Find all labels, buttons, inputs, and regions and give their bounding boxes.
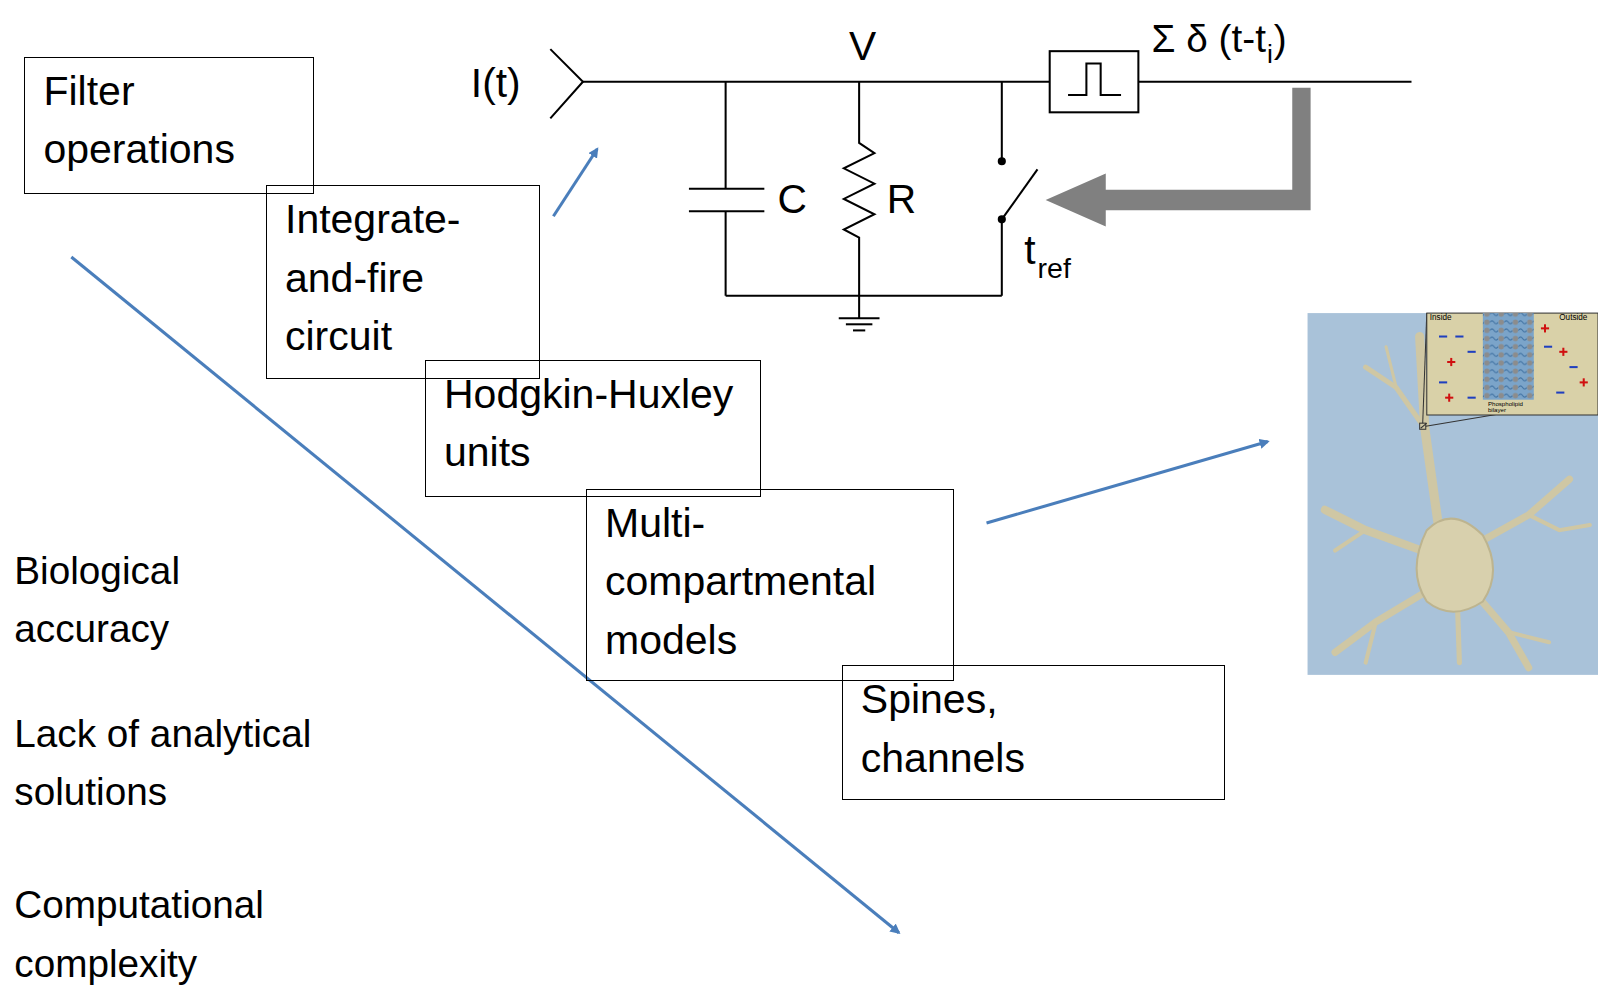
component-label: R (887, 175, 916, 224)
component-label: t (1024, 226, 1035, 275)
component-label: C (778, 175, 807, 224)
process-box: Hodgkin-Huxley units (425, 360, 761, 498)
circuit (550, 49, 1411, 330)
threshold-box (1050, 51, 1139, 112)
capacitor-plate (689, 210, 764, 212)
ground-symbol (839, 317, 880, 319)
capacitor-plate (689, 188, 764, 190)
wire (725, 211, 727, 296)
box-title: Spines, channels (861, 670, 1095, 786)
signal-label: I(t) (471, 59, 521, 108)
membrane-label: Inside (1430, 314, 1452, 323)
leader-arrow (987, 441, 1268, 523)
box-title: Multi-compartmental models (605, 494, 931, 669)
output-wire (1138, 81, 1411, 83)
wire (1001, 219, 1003, 295)
wire (1001, 82, 1003, 158)
process-box: Integrate-and-fire circuit (266, 185, 540, 379)
wire (725, 82, 727, 189)
subscript: i (1267, 39, 1273, 71)
reset-arrow (1046, 88, 1311, 227)
axis-note: Computational complexity (14, 876, 320, 990)
ground-wire (858, 296, 860, 318)
membrane-label: Outside (1559, 314, 1587, 323)
leader-arrow (553, 149, 597, 216)
process-box: Multi-compartmental models (586, 489, 954, 681)
membrane-label: Phospholipid bilayer (1488, 401, 1533, 414)
top-wire (583, 81, 1050, 83)
bottom-wire (726, 295, 1002, 297)
pulse-symbol (1068, 63, 1121, 95)
switch-contact (999, 158, 1005, 164)
signal-label: ) (1274, 16, 1287, 62)
subscript: ref (1038, 251, 1071, 285)
axis-note: Biological accuracy (14, 542, 279, 658)
process-box: Spines, channels (842, 665, 1225, 800)
signal-label: Σ δ (t-t (1152, 16, 1266, 62)
process-box: Filter operations (24, 57, 313, 194)
box-title: Integrate-and-fire circuit (285, 190, 519, 365)
input-terminal (550, 49, 583, 118)
switch-blade (1002, 169, 1038, 219)
resistor-symbol (844, 82, 875, 296)
ground-symbol (853, 329, 865, 331)
box-title: Hodgkin-Huxley units (444, 365, 740, 481)
neuron-picture (1308, 313, 1598, 675)
box-title: Filter operations (43, 62, 288, 178)
axis-note: Lack of analytical solutions (14, 705, 401, 821)
ground-symbol (846, 323, 872, 325)
signal-label: V (849, 22, 876, 71)
